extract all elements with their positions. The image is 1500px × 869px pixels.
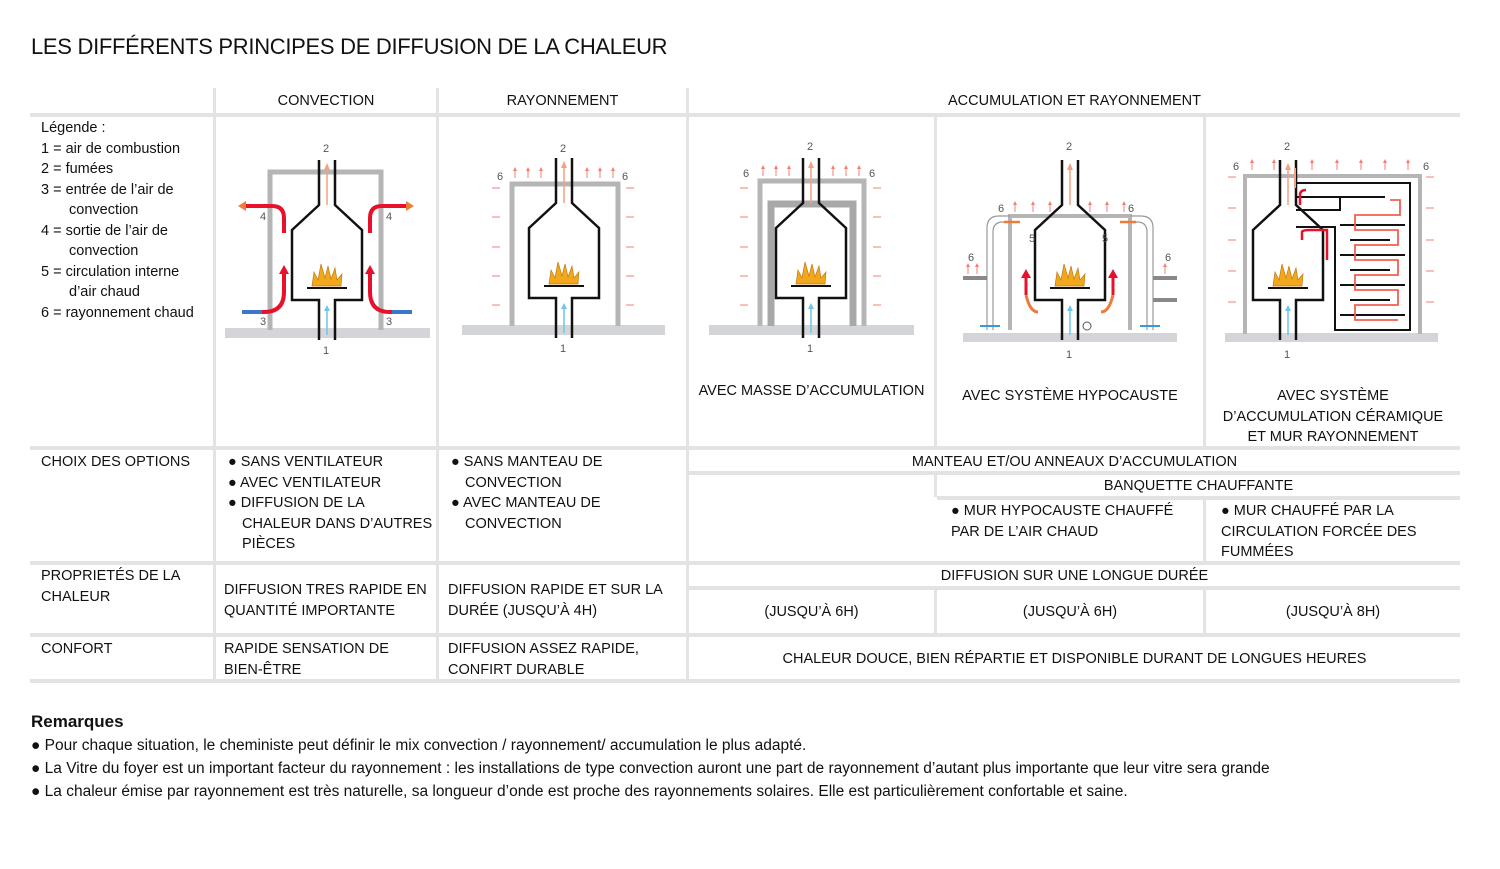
svg-text:6: 6 [968, 252, 974, 264]
legend-item: convection [69, 202, 139, 218]
option-item: ● DIFFUSION DE LA CHALEUR DANS D’AUTRES … [228, 495, 433, 552]
svg-text:6: 6 [497, 171, 503, 183]
duration-hypocauste: (JUSQU’À 6H) [1022, 604, 1118, 620]
svg-text:2: 2 [807, 141, 813, 153]
svg-text:6: 6 [1128, 203, 1134, 215]
header-accumulation: ACCUMULATION ET RAYONNEMENT [948, 93, 1201, 109]
divider [1203, 500, 1206, 562]
legend-item: 1 = air de combustion [41, 140, 181, 157]
svg-text:6: 6 [998, 203, 1004, 215]
caption-hypocauste: AVEC SYSTÈME HYPOCAUSTE [962, 388, 1178, 404]
row-label-proprietes: PROPRIETÉS DE LA CHALEUR [41, 568, 180, 605]
page-title: LES DIFFÉRENTS PRINCIPES DE DIFFUSION DE… [31, 34, 668, 59]
svg-text:2: 2 [323, 143, 329, 155]
caption-line: D’ACCUMULATION CÉRAMIQUE [1222, 408, 1444, 425]
option-item: ● AVEC MANTEAU DE CONVECTION [451, 495, 601, 532]
legend-item: 5 = circulation interne [41, 263, 180, 280]
svg-text:6: 6 [869, 168, 875, 180]
divider [30, 113, 1460, 117]
caption-line: ET MUR RAYONNEMENT [1247, 429, 1419, 445]
svg-text:3: 3 [260, 316, 266, 328]
remarks: Remarques ● Pour chaque situation, le ch… [31, 710, 1270, 803]
svg-text:6: 6 [1233, 161, 1239, 173]
divider [30, 446, 1460, 450]
svg-text:1: 1 [560, 343, 566, 355]
caption-line: AVEC SYSTÈME [1277, 388, 1389, 404]
diagram-convection: 2 1 4 4 3 3 [225, 143, 430, 357]
svg-text:1: 1 [1284, 349, 1290, 361]
options-convection: ● SANS VENTILATEUR ● AVEC VENTILATEUR ● … [228, 452, 433, 555]
option-item: ● AVEC VENTILATEUR [228, 474, 382, 491]
divider [1203, 590, 1206, 634]
legend: Légende : 1 = air de combustion 2 = fumé… [41, 118, 194, 323]
svg-text:1: 1 [323, 345, 329, 357]
legend-item: convection [69, 243, 139, 259]
header-convection: CONVECTION [277, 93, 375, 109]
svg-text:2: 2 [560, 143, 566, 155]
confort-convection: RAPIDE SENSATION DE BIEN-ÊTRE [224, 641, 389, 678]
legend-item: d’air chaud [69, 284, 140, 300]
svg-text:2: 2 [1066, 141, 1072, 153]
option-item: ● SANS VENTILATEUR [228, 454, 384, 470]
divider [937, 496, 1460, 500]
divider [30, 679, 1460, 683]
duration-masse: (JUSQU’À 6H) [764, 604, 859, 620]
divider [686, 88, 689, 683]
divider [689, 586, 1460, 590]
divider [30, 561, 1460, 565]
diagrams: 2 1 4 4 3 3 2 1 6 6 2 1 6 6 [225, 141, 1438, 361]
legend-item: 3 = entrée de l’air de [41, 181, 174, 198]
diagram-masse-accumulation: 2 1 6 6 [709, 141, 914, 355]
options-banquette: BANQUETTE CHAUFFANTE [1103, 478, 1294, 494]
remark-item: ● La Vitre du foyer est un important fac… [31, 760, 1270, 777]
diagram-rayonnement: 2 1 6 6 [462, 143, 665, 355]
proprietes-accumulation: DIFFUSION SUR UNE LONGUE DURÉE [940, 568, 1209, 584]
header-rayonnement: RAYONNEMENT [506, 93, 619, 109]
row-label-confort: CONFORT [41, 641, 113, 657]
remarks-title: Remarques [31, 712, 124, 731]
option-item: ● SANS MANTEAU DE CONVECTION [451, 454, 603, 491]
row-label-options: CHOIX DES OPTIONS [41, 454, 191, 470]
caption-masse: AVEC MASSE D’ACCUMULATION [698, 383, 925, 399]
svg-text:4: 4 [386, 211, 392, 223]
confort-accumulation: CHALEUR DOUCE, BIEN RÉPARTIE ET DISPONIB… [782, 651, 1367, 667]
divider [934, 475, 937, 497]
duration-ceramique: (JUSQU’À 8H) [1285, 604, 1381, 620]
options-hypocauste: ● MUR HYPOCAUSTE CHAUFFÉ PAR DE L’AIR CH… [951, 503, 1174, 540]
svg-text:4: 4 [260, 211, 266, 223]
legend-item: 4 = sortie de l’air de [41, 222, 168, 239]
divider [213, 88, 216, 683]
divider [689, 471, 1460, 475]
confort-rayonnement: DIFFUSION ASSEZ RAPIDE, CONFIRT DURABLE [448, 641, 639, 678]
proprietes-rayonnement: DIFFUSION RAPIDE ET SUR LA DURÉE (JUSQU’… [448, 582, 663, 619]
legend-title: Légende : [41, 120, 106, 136]
svg-text:3: 3 [386, 316, 392, 328]
legend-item: 2 = fumées [41, 161, 114, 177]
divider [934, 590, 937, 634]
divider [934, 117, 937, 447]
svg-text:6: 6 [622, 171, 628, 183]
svg-text:5: 5 [1029, 233, 1035, 245]
diagram-ceramique: 2 1 6 6 [1225, 141, 1438, 361]
proprietes-convection: DIFFUSION TRES RAPIDE EN QUANTITÉ IMPORT… [224, 582, 427, 619]
options-ceramique: ● MUR CHAUFFÉ PAR LA CIRCULATION FORCÉE … [1221, 503, 1417, 560]
svg-text:6: 6 [1423, 161, 1429, 173]
svg-text:6: 6 [743, 168, 749, 180]
legend-item: 6 = rayonnement chaud [41, 304, 194, 321]
divider [1203, 117, 1206, 447]
svg-text:5: 5 [1102, 233, 1108, 245]
svg-text:1: 1 [1066, 349, 1072, 361]
remark-item: ● La chaleur émise par rayonnement est t… [31, 783, 1128, 800]
diagram-hypocauste: 2 1 6 6 5 5 6 6 [963, 141, 1177, 361]
svg-text:1: 1 [807, 343, 813, 355]
svg-text:2: 2 [1284, 141, 1290, 153]
options-rayonnement: ● SANS MANTEAU DE CONVECTION ● AVEC MANT… [451, 452, 621, 534]
options-accumulation: MANTEAU ET/OU ANNEAUX D’ACCUMULATION [911, 454, 1238, 470]
caption-ceramique: AVEC SYSTÈME D’ACCUMULATION CÉRAMIQUE ET… [1206, 386, 1460, 448]
divider [436, 88, 439, 683]
remark-item: ● Pour chaque situation, le cheministe p… [31, 737, 807, 754]
svg-text:6: 6 [1165, 252, 1171, 264]
divider [30, 633, 1460, 637]
